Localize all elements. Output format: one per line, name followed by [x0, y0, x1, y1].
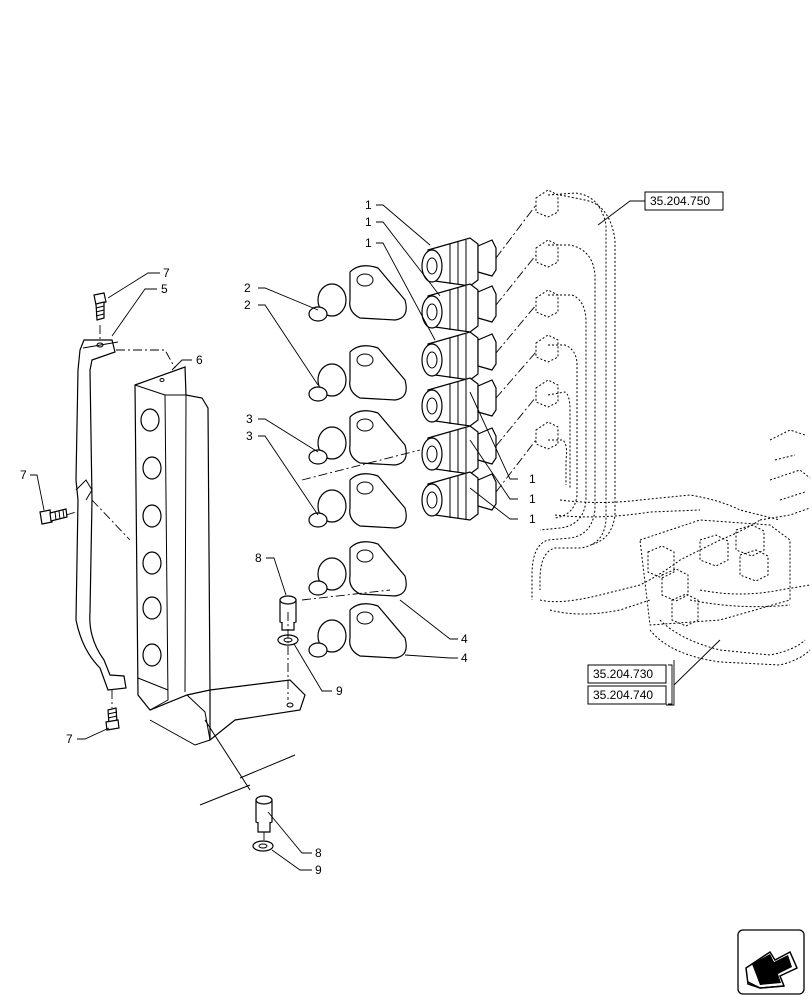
- assembly-center-lines: [65, 204, 537, 840]
- reference-box-mid[interactable]: 35.204.730: [587, 664, 667, 684]
- callout-1: 1: [365, 215, 372, 229]
- reference-label-mid[interactable]: 35.204.730: [593, 667, 653, 681]
- quick-coupler: [421, 237, 497, 287]
- dust-cap: [308, 603, 407, 659]
- next-page-arrow-icon[interactable]: [737, 929, 805, 995]
- callout-8: 8: [315, 846, 322, 860]
- callout-1: 1: [365, 198, 372, 212]
- callout-8: 8: [255, 551, 262, 565]
- quick-coupler: [421, 331, 497, 381]
- callout-4: 4: [461, 632, 468, 646]
- bolt-top: [93, 292, 107, 321]
- callout-5: 5: [161, 282, 168, 296]
- callout-labels: 1 1 1 1 1 1 2 2 3 3 4 4 5 6 7 7 7 8 8 9 …: [20, 198, 536, 877]
- hydraulic-pipe-assembly: [531, 189, 811, 666]
- callout-7: 7: [163, 266, 170, 280]
- reference-bracket: [668, 664, 673, 705]
- cap-screw-lower: [255, 795, 273, 833]
- quick-coupler: [421, 377, 497, 427]
- dust-cap: [308, 265, 407, 322]
- callout-1: 1: [529, 512, 536, 526]
- callout-6: 6: [196, 353, 203, 367]
- coupler-panel: [134, 366, 306, 746]
- reference-label-low[interactable]: 35.204.740: [593, 688, 653, 702]
- reference-label-top[interactable]: 35.204.750: [650, 194, 710, 208]
- callout-1: 1: [529, 492, 536, 506]
- callout-2: 2: [244, 281, 251, 295]
- dust-cap-group: [308, 265, 407, 659]
- callout-3: 3: [246, 412, 253, 426]
- quick-coupler-group: [421, 237, 497, 521]
- dust-cap: [308, 410, 407, 466]
- callout-3: 3: [246, 429, 253, 443]
- dust-cap: [308, 345, 407, 402]
- washer-lower: [252, 840, 274, 852]
- dust-cap: [308, 541, 407, 597]
- dust-cap: [308, 473, 407, 529]
- bolt-bottom: [105, 707, 120, 731]
- reference-box-top[interactable]: 35.204.750: [644, 191, 724, 211]
- callout-9: 9: [336, 684, 343, 698]
- reference-box-low[interactable]: 35.204.740: [587, 685, 667, 705]
- pipe-fitting-group: [535, 189, 559, 450]
- callout-9: 9: [315, 863, 322, 877]
- valve-block-fittings: [639, 519, 791, 627]
- callout-1: 1: [529, 472, 536, 486]
- callout-1: 1: [365, 236, 372, 250]
- callout-7: 7: [20, 468, 27, 482]
- quick-coupler: [421, 283, 497, 333]
- quick-coupler: [421, 425, 497, 475]
- bolt-side: [39, 508, 68, 525]
- callout-2: 2: [244, 298, 251, 312]
- callout-7: 7: [66, 732, 73, 746]
- quick-coupler: [421, 471, 497, 521]
- break-line: [199, 719, 296, 806]
- mounting-bracket: [75, 339, 127, 691]
- callout-4: 4: [461, 651, 468, 665]
- leader-lines: [30, 200, 721, 871]
